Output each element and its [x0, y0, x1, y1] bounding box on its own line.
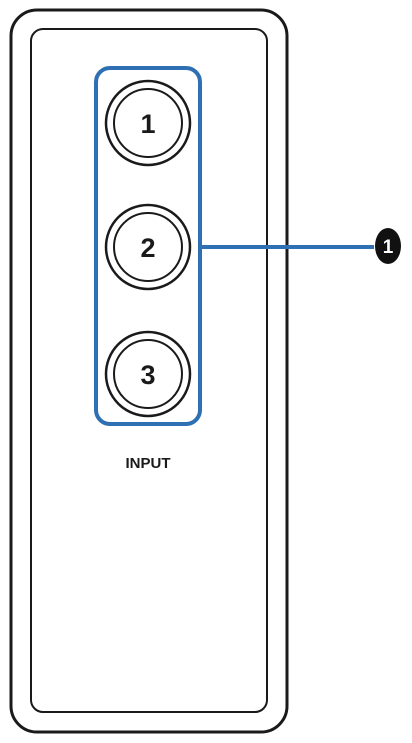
button-label-3: 3: [140, 360, 155, 390]
remote-face-panel: [30, 28, 268, 713]
button-label-2: 2: [140, 233, 155, 263]
input-button-2[interactable]: 2: [104, 203, 192, 291]
callout-marker-1: 1: [375, 228, 401, 264]
button-inner-ring: [113, 212, 183, 282]
callout-number: 1: [383, 237, 394, 258]
input-button-3[interactable]: 3: [104, 330, 192, 418]
input-section-label: INPUT: [126, 455, 171, 472]
callout-badge: [375, 228, 401, 264]
button-inner-ring: [113, 88, 183, 158]
button-inner-ring: [113, 339, 183, 409]
button-label-1: 1: [140, 109, 155, 139]
input-button-1[interactable]: 1: [104, 79, 192, 167]
